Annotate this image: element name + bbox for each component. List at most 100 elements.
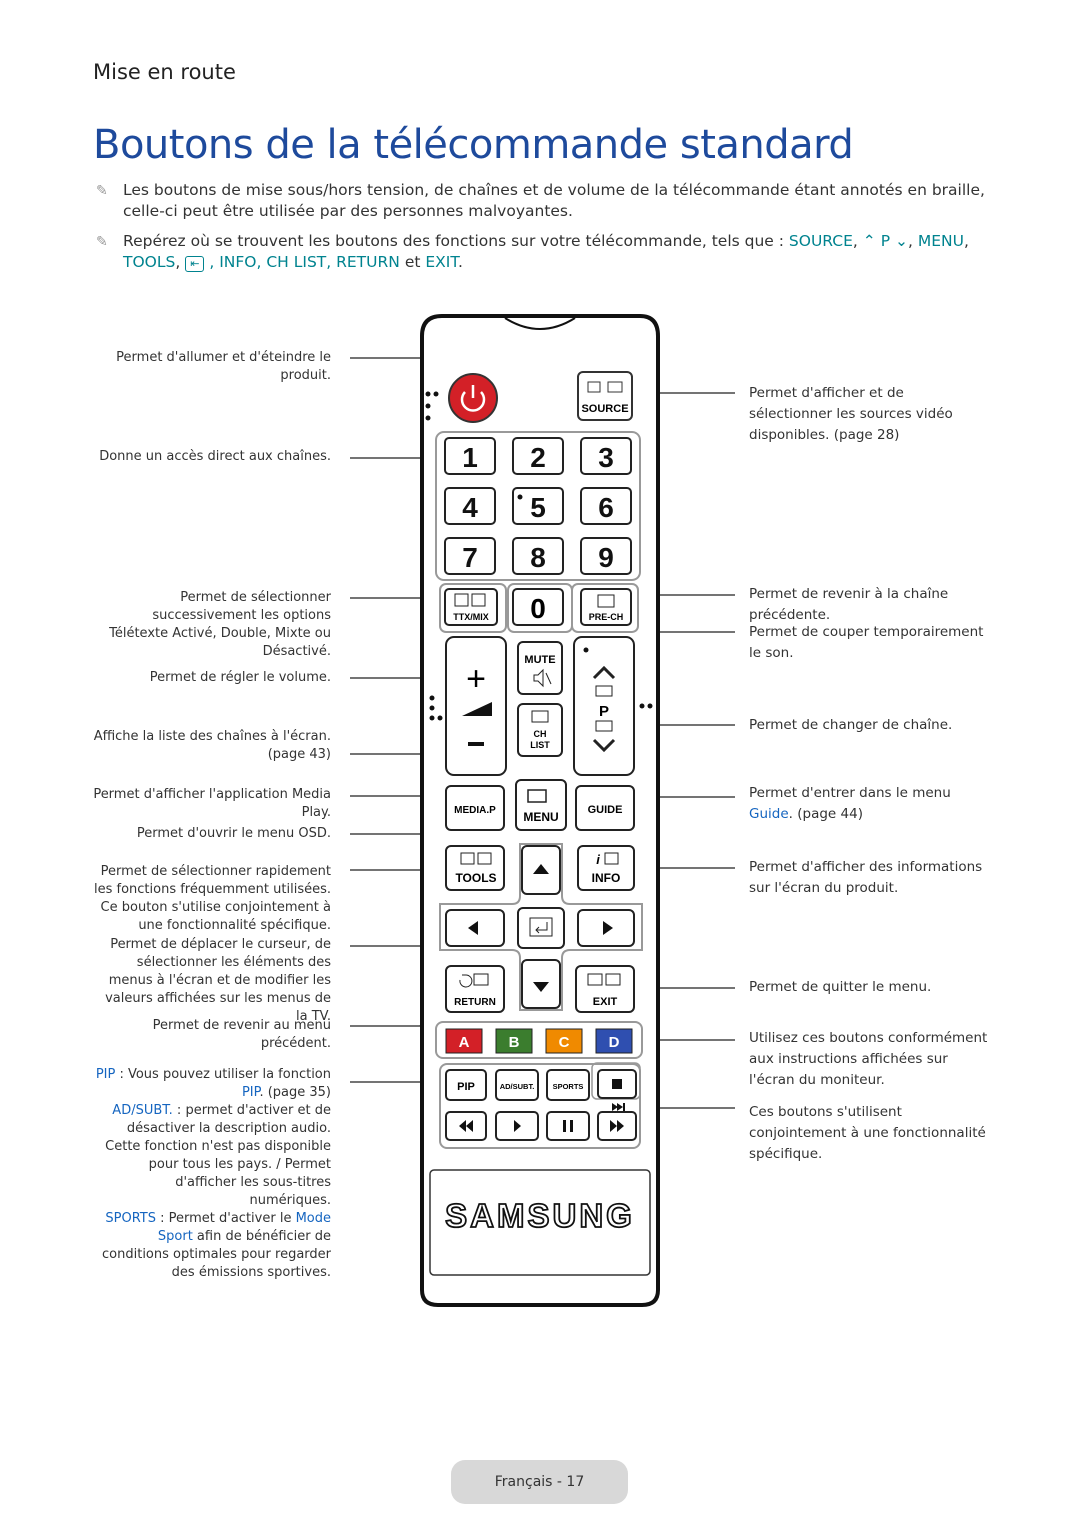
- digit-6-button[interactable]: 6: [580, 487, 632, 525]
- svg-text:LIST: LIST: [530, 740, 550, 750]
- callout-mediap: Permet d'afficher l'application Media Pl…: [93, 787, 331, 820]
- stop-button[interactable]: [597, 1069, 637, 1099]
- digit-4-button[interactable]: 4: [444, 487, 496, 525]
- page-title: Boutons de la télécommande standard: [93, 122, 854, 168]
- channel-rocker[interactable]: P: [573, 636, 635, 776]
- down-arrow-button[interactable]: [521, 959, 561, 1009]
- callout-ttx: Permet de sélectionner successivement le…: [109, 590, 331, 659]
- callout-return: Permet de revenir au menu précédent.: [152, 1018, 331, 1051]
- channel-down-icon: [592, 738, 616, 753]
- sports-button[interactable]: SPORTS: [546, 1069, 590, 1101]
- right-arrow-button[interactable]: [577, 909, 635, 947]
- mute-button[interactable]: MUTE: [517, 641, 563, 695]
- color-button-d[interactable]: D: [595, 1028, 633, 1054]
- digit-1-button[interactable]: 1: [444, 437, 496, 475]
- callout-playback: Ces boutons s'utilisent conjointement à …: [749, 1104, 986, 1162]
- color-button-b[interactable]: B: [495, 1028, 533, 1054]
- power-button[interactable]: [448, 373, 498, 423]
- svg-text:TTX/MIX: TTX/MIX: [453, 612, 489, 622]
- callout-color: Utilisez ces boutons conformément aux in…: [749, 1030, 988, 1088]
- svg-text:MUTE: MUTE: [524, 654, 555, 666]
- callout-cursor: Permet de déplacer le curseur, de sélect…: [105, 937, 331, 1024]
- callout-power: Permet d'allumer et d'éteindre le produi…: [116, 350, 331, 383]
- svg-text:B: B: [509, 1034, 520, 1051]
- rewind-button[interactable]: [445, 1111, 487, 1141]
- note-buttons: ✎ Repérez où se trouvent les boutons des…: [96, 232, 969, 272]
- tools-button[interactable]: TOOLS: [445, 845, 505, 891]
- ad-subt-button[interactable]: AD/SUBT.: [495, 1069, 539, 1101]
- menu-button[interactable]: MENU: [515, 779, 567, 831]
- color-button-c[interactable]: C: [545, 1028, 583, 1054]
- svg-text:INFO: INFO: [592, 871, 621, 885]
- section-heading: Mise en route: [93, 60, 236, 84]
- svg-text:SOURCE: SOURCE: [581, 403, 628, 415]
- ch-list-button[interactable]: CH LIST: [517, 703, 563, 757]
- svg-text:EXIT: EXIT: [593, 996, 618, 1008]
- pre-ch-button[interactable]: PRE-CH: [580, 588, 632, 626]
- digit-5-button[interactable]: 5: [512, 487, 564, 525]
- digit-9-button[interactable]: 9: [580, 537, 632, 575]
- info-i-icon: i: [596, 852, 600, 867]
- svg-text:2: 2: [530, 442, 546, 473]
- digit-0-button[interactable]: 0: [512, 588, 564, 626]
- digit-7-button[interactable]: 7: [444, 537, 496, 575]
- callout-info: Permet d'afficher des informations sur l…: [749, 859, 983, 896]
- color-button-a[interactable]: A: [445, 1028, 483, 1054]
- play-button[interactable]: [495, 1111, 539, 1141]
- fast-forward-button[interactable]: [597, 1111, 637, 1141]
- media-p-button[interactable]: MEDIA.P: [445, 785, 505, 831]
- arrow-up-icon: [533, 864, 549, 874]
- svg-text:CH: CH: [534, 729, 547, 739]
- ttx-mix-button[interactable]: TTX/MIX: [444, 588, 498, 626]
- svg-text:A: A: [459, 1034, 470, 1051]
- pencil-icon: ✎: [96, 183, 108, 199]
- digit-2-button[interactable]: 2: [512, 437, 564, 475]
- svg-text:RETURN: RETURN: [454, 997, 496, 1008]
- svg-text:9: 9: [598, 542, 614, 573]
- channel-up-icon: [592, 665, 616, 680]
- svg-text:TOOLS: TOOLS: [455, 871, 496, 885]
- svg-text:PRE-CH: PRE-CH: [589, 612, 624, 622]
- callout-exit: Permet de quitter le menu.: [749, 979, 932, 995]
- up-arrow-button[interactable]: [521, 845, 561, 895]
- callout-tools: Permet de sélectionner rapidement les fo…: [93, 864, 331, 933]
- svg-text:AD/SUBT.: AD/SUBT.: [500, 1082, 535, 1091]
- record-marker: [612, 1103, 625, 1111]
- pause-button[interactable]: [546, 1111, 590, 1141]
- svg-text:5: 5: [530, 492, 546, 523]
- pip-button[interactable]: PIP: [445, 1069, 487, 1101]
- svg-text:PIP: PIP: [457, 1081, 475, 1093]
- svg-text:P: P: [599, 703, 609, 720]
- guide-button[interactable]: GUIDE: [575, 785, 635, 831]
- chevron-down-icon: ⌄: [895, 232, 909, 250]
- arrow-left-icon: [468, 921, 478, 935]
- stop-icon: [612, 1079, 622, 1089]
- svg-text:8: 8: [530, 542, 546, 573]
- digit-8-button[interactable]: 8: [512, 537, 564, 575]
- volume-rocker[interactable]: +: [445, 636, 507, 776]
- exit-button[interactable]: EXIT: [575, 965, 635, 1013]
- info-button[interactable]: i INFO: [577, 845, 635, 891]
- return-icon: [459, 974, 473, 988]
- svg-text:SPORTS: SPORTS: [553, 1082, 584, 1091]
- enter-icon: [535, 922, 548, 934]
- guide-box-icon: ⇤: [185, 256, 205, 272]
- left-arrow-button[interactable]: [445, 909, 505, 947]
- callout-numbers: Donne un accès direct aux chaînes.: [99, 449, 331, 464]
- svg-text:3: 3: [598, 442, 614, 473]
- note-braille: ✎ Les boutons de mise sous/hors tension,…: [96, 181, 985, 220]
- digit-3-button[interactable]: 3: [580, 437, 632, 475]
- enter-button[interactable]: [517, 907, 565, 949]
- svg-text:MEDIA.P: MEDIA.P: [454, 805, 496, 816]
- arrow-down-icon: [533, 982, 549, 992]
- chevron-up-icon: ⌃: [862, 232, 876, 250]
- svg-text:6: 6: [598, 492, 614, 523]
- svg-text:MENU: MENU: [523, 810, 558, 824]
- source-button[interactable]: SOURCE: [577, 371, 633, 421]
- volume-up-icon: +: [466, 660, 486, 698]
- return-button[interactable]: RETURN: [445, 965, 505, 1013]
- svg-text:7: 7: [462, 542, 478, 573]
- callout-channel: Permet de changer de chaîne.: [749, 717, 953, 733]
- callout-menu: Permet d'ouvrir le menu OSD.: [136, 826, 331, 841]
